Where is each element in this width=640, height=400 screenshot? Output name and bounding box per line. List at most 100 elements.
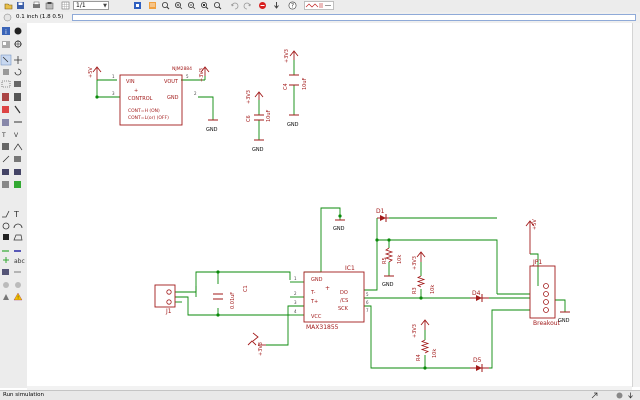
junction-tool-icon[interactable] [3, 257, 9, 263]
bus-tool-icon[interactable] [14, 181, 21, 188]
warning-icon[interactable]: ! [13, 292, 23, 301]
go-icon[interactable] [272, 1, 281, 10]
polygon-tool-icon[interactable] [13, 234, 23, 241]
supply-3v3-ic1[interactable]: +3V3 [247, 332, 266, 356]
c4-supply: +3V3 [284, 49, 290, 63]
supply-5v-regulator[interactable]: +5V [88, 66, 102, 80]
gates-tool-icon[interactable] [2, 169, 9, 175]
c6-supply: +3V3 [246, 90, 252, 104]
sheet-select[interactable]: 1/1▼ [73, 1, 109, 10]
zoom-select-icon[interactable] [200, 1, 209, 10]
horizontal-scrollbar[interactable] [27, 386, 632, 390]
d4-name: D4 [472, 290, 481, 297]
info-tool-icon[interactable]: i [2, 27, 10, 36]
tool-palette-icons[interactable]: i T V T abc [0, 23, 27, 388]
mark-tool-icon[interactable] [14, 40, 22, 48]
regulator-symbol[interactable]: NJM2884 VIN CONTROL VOUT GND CONT=H (ON)… [112, 66, 197, 126]
show-tool-icon[interactable] [14, 27, 22, 35]
grid-icon[interactable] [61, 1, 70, 10]
delete-tool-icon[interactable] [14, 93, 21, 101]
smash-tool-icon[interactable] [2, 143, 9, 150]
capacitor-c6[interactable]: +3V3 C6 10uF GND [246, 90, 272, 153]
ic-max31855[interactable]: IC1 MAX31855 GND T- T+ VCC DO /CS SCK + … [294, 265, 369, 331]
svg-text:+: + [134, 88, 138, 94]
cam-icon[interactable] [45, 1, 54, 10]
ic1-pin-num-6: 6 [366, 300, 369, 305]
supply-3v3-regulator[interactable]: +3V3 [199, 66, 210, 82]
move-tool-icon[interactable] [0, 54, 12, 66]
mirror-tool-icon[interactable] [3, 69, 9, 75]
r5-gnd: GND [382, 282, 394, 288]
header-jp1[interactable]: JP1 Breakout [529, 259, 561, 327]
change-tool-icon[interactable] [14, 81, 21, 87]
gnd-regulator[interactable]: GND [206, 119, 218, 133]
supply-5v-jp1[interactable]: +5V [525, 219, 538, 254]
wire-tool-icon[interactable] [2, 210, 10, 218]
sheet-icon[interactable] [148, 1, 157, 10]
undo-icon[interactable] [230, 1, 239, 10]
name-tool-icon[interactable]: T [1, 132, 6, 139]
attribute-tool-icon[interactable] [2, 269, 9, 275]
rotate-tool-icon[interactable] [14, 68, 22, 76]
board-icon[interactable] [133, 1, 142, 10]
group-tool-icon[interactable] [1, 80, 11, 88]
zoom-in-icon[interactable] [174, 1, 183, 10]
info-icon[interactable] [3, 13, 12, 22]
pinswap-tool-icon[interactable] [14, 105, 21, 114]
diode-d4[interactable]: D4 [470, 290, 489, 302]
resistor-r4[interactable]: +3V3 R4 10k [412, 319, 438, 361]
vertical-scrollbar[interactable] [632, 23, 640, 387]
status-go-icon[interactable] [627, 392, 634, 399]
status-arrow-icon[interactable] [591, 392, 598, 399]
resistor-r5[interactable]: R5 10k GND [382, 247, 403, 288]
display-tool-icon[interactable] [2, 41, 10, 48]
c1-name: C1 [243, 285, 249, 292]
capacitor-c4[interactable]: +3V3 C4 10uF GND [283, 49, 308, 128]
invoke-tool-icon[interactable] [14, 156, 21, 162]
c4-value: 10uF [302, 77, 308, 90]
gnd-ic1[interactable]: GND [333, 219, 345, 232]
text-tool-icon[interactable]: T [13, 210, 19, 219]
status-stop-icon[interactable] [616, 392, 623, 399]
redo-icon[interactable] [243, 1, 252, 10]
gnd-jp1[interactable]: GND [558, 311, 570, 324]
simulate-icon[interactable] [304, 1, 334, 10]
circle-tool-icon[interactable] [2, 222, 10, 230]
replace-tool-icon[interactable] [2, 119, 9, 126]
diode-d5[interactable]: D5 [470, 357, 489, 372]
open-icon[interactable] [4, 1, 13, 10]
arc-tool-icon[interactable] [13, 223, 23, 229]
print-icon[interactable] [32, 1, 41, 10]
svg-text:abc: abc [14, 258, 25, 265]
zoom-fit-icon[interactable] [161, 1, 170, 10]
svg-text:!: ! [17, 295, 19, 300]
schematic-canvas[interactable]: NJM2884 VIN CONTROL VOUT GND CONT=H (ON)… [27, 23, 632, 387]
value-tool-icon[interactable]: V [14, 132, 19, 139]
miter-tool-icon[interactable] [13, 143, 23, 151]
regulator-pin-num-2: 2 [194, 91, 197, 96]
label-tool-icon[interactable]: abc [14, 258, 25, 265]
add-tool-icon[interactable] [2, 106, 9, 113]
connector-j1[interactable]: J1 [154, 284, 176, 315]
ratsnest-tool-icon[interactable] [15, 282, 21, 288]
stop-icon[interactable] [258, 1, 267, 10]
zoom-out-icon[interactable] [187, 1, 196, 10]
diode-d1[interactable]: D1 [376, 208, 389, 222]
split-tool-icon[interactable] [2, 155, 10, 163]
help-icon[interactable]: ? [288, 1, 297, 10]
svg-text:T: T [1, 132, 6, 139]
d5-name: D5 [473, 357, 482, 364]
command-line-input[interactable] [72, 14, 636, 21]
errc-tool-icon[interactable] [14, 169, 21, 175]
resistor-r3[interactable]: +3V3 R3 10k [412, 251, 436, 294]
paste-tool-icon[interactable] [2, 93, 9, 101]
run-tool-icon[interactable] [3, 282, 9, 288]
export-tool-icon[interactable] [2, 181, 9, 188]
zoom-redraw-icon[interactable] [213, 1, 222, 10]
erc-tool-icon[interactable] [3, 294, 9, 300]
save-icon[interactable] [16, 1, 25, 10]
copy-tool-icon[interactable] [14, 56, 22, 64]
rect-tool-icon[interactable] [3, 234, 9, 240]
capacitor-c1[interactable]: C1 0.01uF [213, 285, 249, 309]
r4-name: R4 [416, 354, 422, 361]
